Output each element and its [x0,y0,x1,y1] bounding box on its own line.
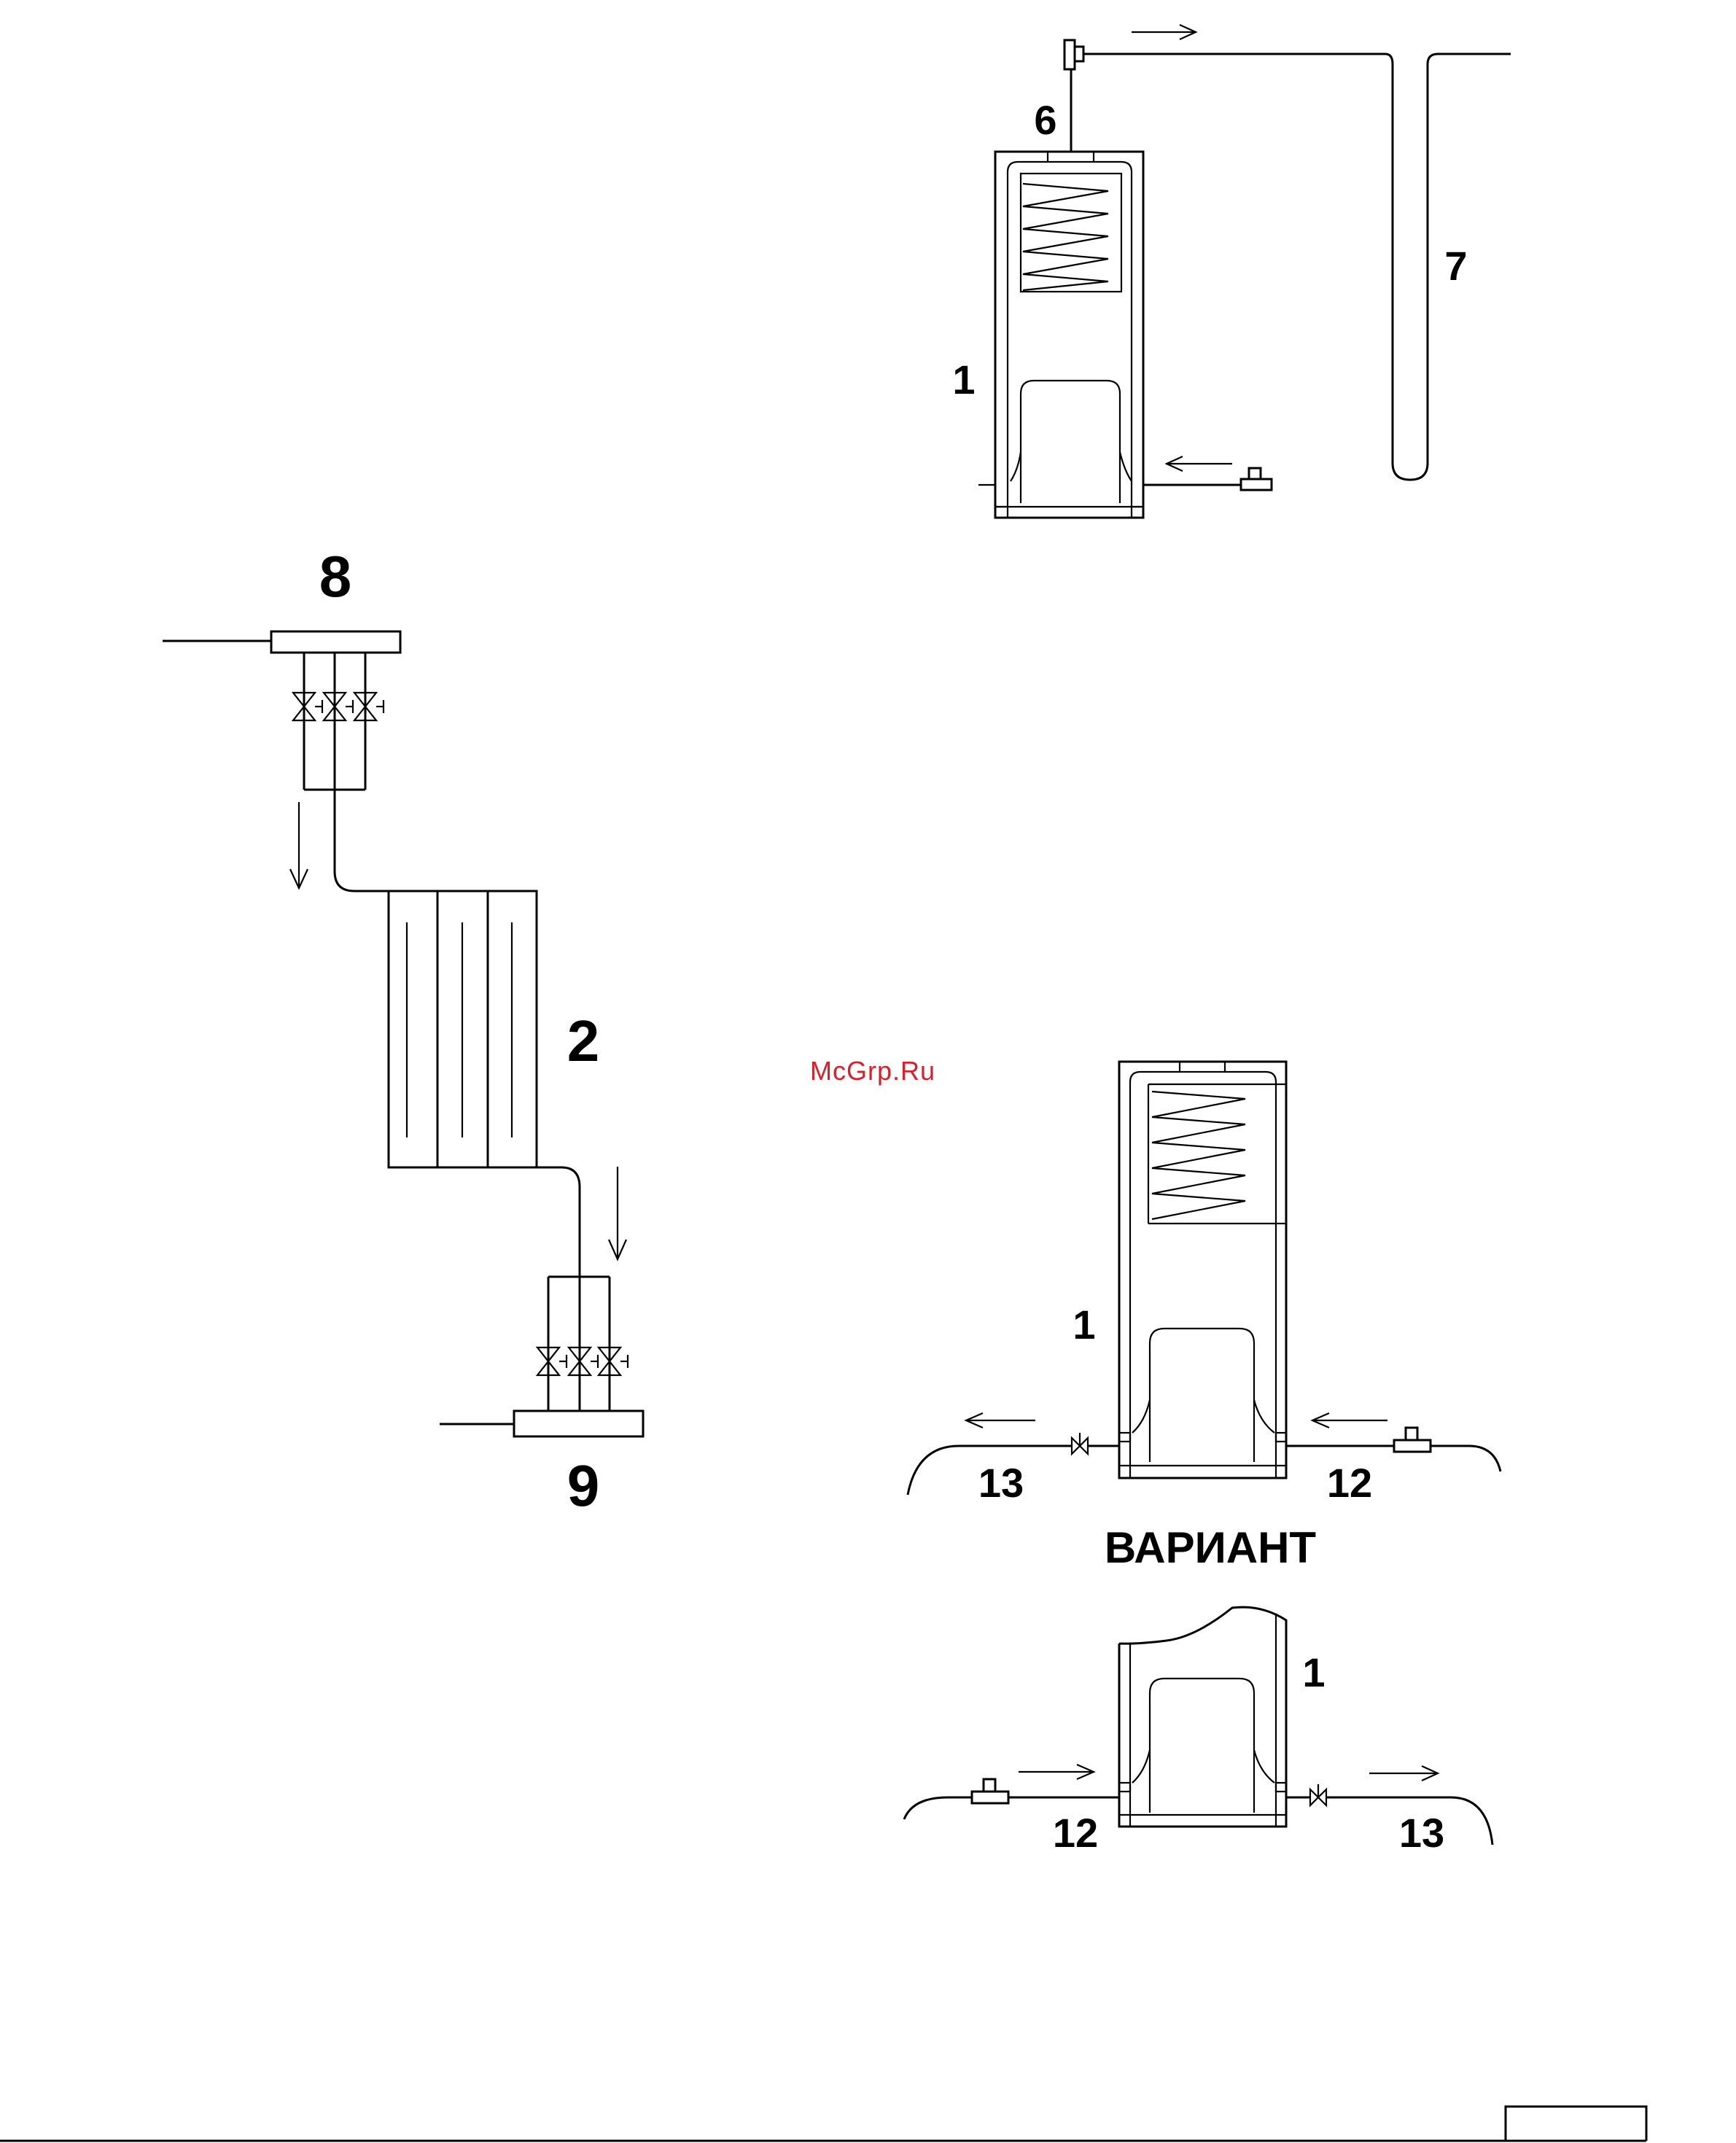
valve-9c [599,1347,628,1375]
valve-8b [324,693,353,720]
valve-8a [293,693,322,720]
label-12-bottom: 12 [1053,1810,1098,1856]
label-12-middle: 12 [1327,1460,1372,1506]
valve-9b [569,1347,598,1375]
watermark: McGrp.Ru [810,1056,935,1086]
label-2: 2 [567,1008,600,1073]
combustion-chamber-middle [1150,1329,1254,1462]
flow-arrow-top [1132,25,1196,39]
label-13-bottom: 13 [1399,1810,1444,1856]
heating-coil [1023,184,1108,290]
label-7: 7 [1444,243,1467,289]
boiler-top [978,25,1511,518]
boiler-middle [908,1062,1500,1495]
outlet-arrow-middle [966,1413,1035,1428]
label-9: 9 [567,1453,600,1518]
label-1-top: 1 [952,357,975,402]
return-manifold [440,1277,643,1436]
label-8: 8 [319,544,352,609]
supply-pipe [335,791,389,891]
label-6: 6 [1034,97,1056,143]
label-1-bottom: 1 [1302,1649,1325,1695]
return-pipe [537,1167,580,1277]
heating-coil-middle [1152,1092,1245,1219]
combustion-chamber [1021,381,1120,503]
label-1-middle: 1 [1073,1302,1095,1347]
supply-manifold [163,631,400,791]
inlet-arrow-bottom [1019,1765,1094,1779]
inlet-arrow-top [1167,456,1232,471]
valve-9a [537,1347,567,1375]
combustion-chamber-bottom [1150,1679,1254,1813]
page-frame [0,2107,1646,2141]
radiator [389,891,537,1167]
supply-arrow [290,802,308,888]
inlet-arrow-middle [1312,1413,1387,1428]
variant-heading: ВАРИАНТ [1105,1523,1316,1572]
label-13-middle: 13 [978,1460,1024,1506]
valve-8c [354,693,384,720]
return-arrow [609,1167,626,1259]
outlet-arrow-bottom [1369,1766,1438,1781]
